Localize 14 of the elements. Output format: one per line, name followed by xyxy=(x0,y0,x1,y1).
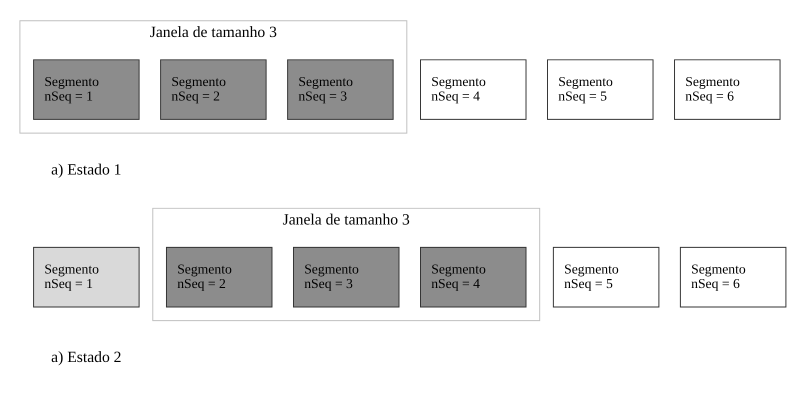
label: a) Estado 2 xyxy=(51,348,122,366)
label: a) Estado 1 xyxy=(51,160,122,178)
node-box: Segmento nSeq = 4 xyxy=(420,246,526,307)
node-box: Segmento nSeq = 6 xyxy=(674,58,781,120)
node-box: Segmento nSeq = 3 xyxy=(293,246,400,307)
node-box: Segmento nSeq = 2 xyxy=(160,58,267,120)
node-box: Segmento nSeq = 5 xyxy=(552,246,660,307)
node-box: Segmento nSeq = 2 xyxy=(166,246,272,307)
node-box: Segmento nSeq = 3 xyxy=(287,58,394,120)
node-box: Segmento nSeq = 6 xyxy=(680,246,786,307)
node-box: Segmento nSeq = 1 xyxy=(33,246,140,307)
node-box: Segmento nSeq = 5 xyxy=(547,58,654,120)
node-box: Segmento nSeq = 1 xyxy=(33,58,140,120)
node-box: Segmento nSeq = 4 xyxy=(420,58,526,120)
